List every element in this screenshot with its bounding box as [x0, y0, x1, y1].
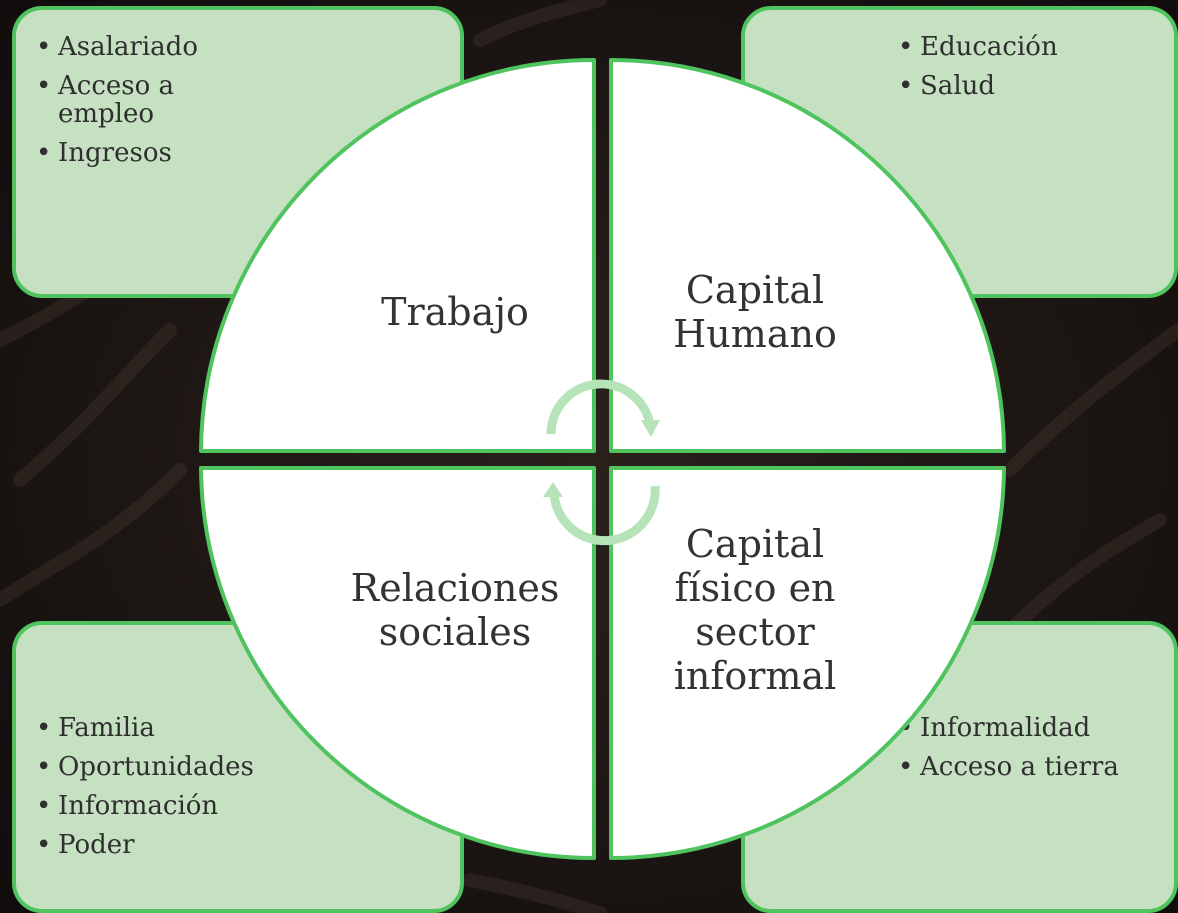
- capital-humano-items-list: Educación Salud: [896, 33, 1156, 111]
- capital-fisico-items-list: Informalidad Acceso a tierra: [896, 714, 1176, 792]
- list-item: Educación: [896, 33, 1156, 61]
- quadrant-capital-fisico: [609, 466, 1006, 860]
- list-item: Salud: [896, 72, 1156, 100]
- trabajo-items-list: Asalariado Acceso a empleo Ingresos: [34, 33, 234, 178]
- list-item: Acceso a tierra: [896, 753, 1176, 781]
- list-item: Oportunidades: [34, 753, 334, 781]
- quadrant-trabajo: [199, 58, 596, 453]
- list-item: Asalariado: [34, 33, 234, 61]
- quadrant-capital-humano: [609, 58, 1006, 453]
- cycle-arrows-icon: [543, 379, 660, 546]
- relaciones-sociales-items-list: Familia Oportunidades Información Poder: [34, 714, 334, 870]
- list-item: Ingresos: [34, 139, 234, 167]
- quadrant-label-capital-humano: Capital Humano: [673, 268, 837, 356]
- list-item: Familia: [34, 714, 334, 742]
- list-item: Información: [34, 792, 334, 820]
- quadrant-label-capital-fisico: Capital físico en sector informal: [673, 522, 837, 698]
- quadrant-label-relaciones-sociales: Relaciones sociales: [350, 566, 560, 654]
- list-item: Acceso a empleo: [34, 72, 234, 128]
- quadrant-relaciones-sociales: [199, 466, 596, 860]
- list-item: Poder: [34, 831, 334, 859]
- quadrant-label-trabajo: Trabajo: [381, 290, 529, 334]
